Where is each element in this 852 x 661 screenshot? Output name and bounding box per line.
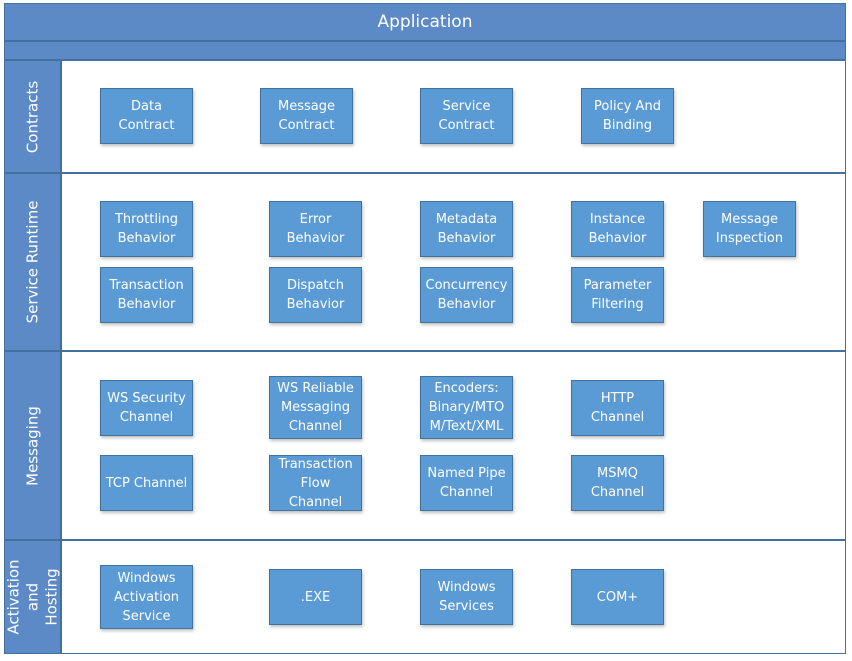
error-behavior-box: Error Behavior: [269, 201, 362, 257]
data-contract-box: Data Contract: [100, 88, 193, 144]
instance-behavior-box: Instance Behavior: [571, 201, 664, 257]
activation-hosting-layer-label: Activation and Hosting: [4, 540, 61, 654]
transaction-behavior-box: Transaction Behavior: [100, 267, 193, 323]
tcp-channel-box: TCP Channel: [100, 455, 193, 511]
service-contract-box: Service Contract: [420, 88, 513, 144]
windows-services-box: Windows Services: [420, 569, 513, 625]
header-band: [4, 41, 846, 60]
application-title: Application: [377, 12, 473, 32]
encoders-box: Encoders: Binary/MTO M/Text/XML: [420, 376, 513, 439]
http-channel-box: HTTP Channel: [571, 380, 664, 436]
windows-activation-service-box: Windows Activation Service: [100, 565, 193, 629]
msmq-channel-box: MSMQ Channel: [571, 455, 664, 511]
metadata-behavior-box: Metadata Behavior: [420, 201, 513, 257]
message-contract-box: Message Contract: [260, 88, 353, 144]
service-runtime-label-text: Service Runtime: [23, 200, 41, 324]
activation-hosting-label-text: Activation and Hosting: [4, 559, 60, 635]
ws-reliable-messaging-channel-box: WS Reliable Messaging Channel: [269, 376, 362, 439]
activation-hosting-layer: Windows Activation Service .EXE Windows …: [61, 540, 846, 654]
dispatch-behavior-box: Dispatch Behavior: [269, 267, 362, 323]
named-pipe-channel-box: Named Pipe Channel: [420, 455, 513, 511]
transaction-flow-channel-box: Transaction Flow Channel: [269, 455, 362, 511]
application-header: Application: [4, 3, 846, 41]
contracts-label-text: Contracts: [23, 80, 41, 153]
messaging-layer: WS Security Channel WS Reliable Messagin…: [61, 351, 846, 540]
com-plus-box: COM+: [571, 569, 664, 625]
ws-security-channel-box: WS Security Channel: [100, 380, 193, 436]
parameter-filtering-box: Parameter Filtering: [571, 267, 664, 323]
messaging-layer-label: Messaging: [4, 351, 61, 540]
throttling-behavior-box: Throttling Behavior: [100, 201, 193, 257]
exe-box: .EXE: [269, 569, 362, 625]
service-runtime-layer-label: Service Runtime: [4, 173, 61, 351]
message-inspection-box: Message Inspection: [703, 201, 796, 257]
contracts-layer-label: Contracts: [4, 60, 61, 173]
service-runtime-layer: Throttling Behavior Error Behavior Metad…: [61, 173, 846, 351]
messaging-label-text: Messaging: [23, 405, 41, 486]
contracts-layer: Data Contract Message Contract Service C…: [61, 60, 846, 173]
policy-binding-box: Policy And Binding: [581, 88, 674, 144]
concurrency-behavior-box: Concurrency Behavior: [420, 267, 513, 323]
